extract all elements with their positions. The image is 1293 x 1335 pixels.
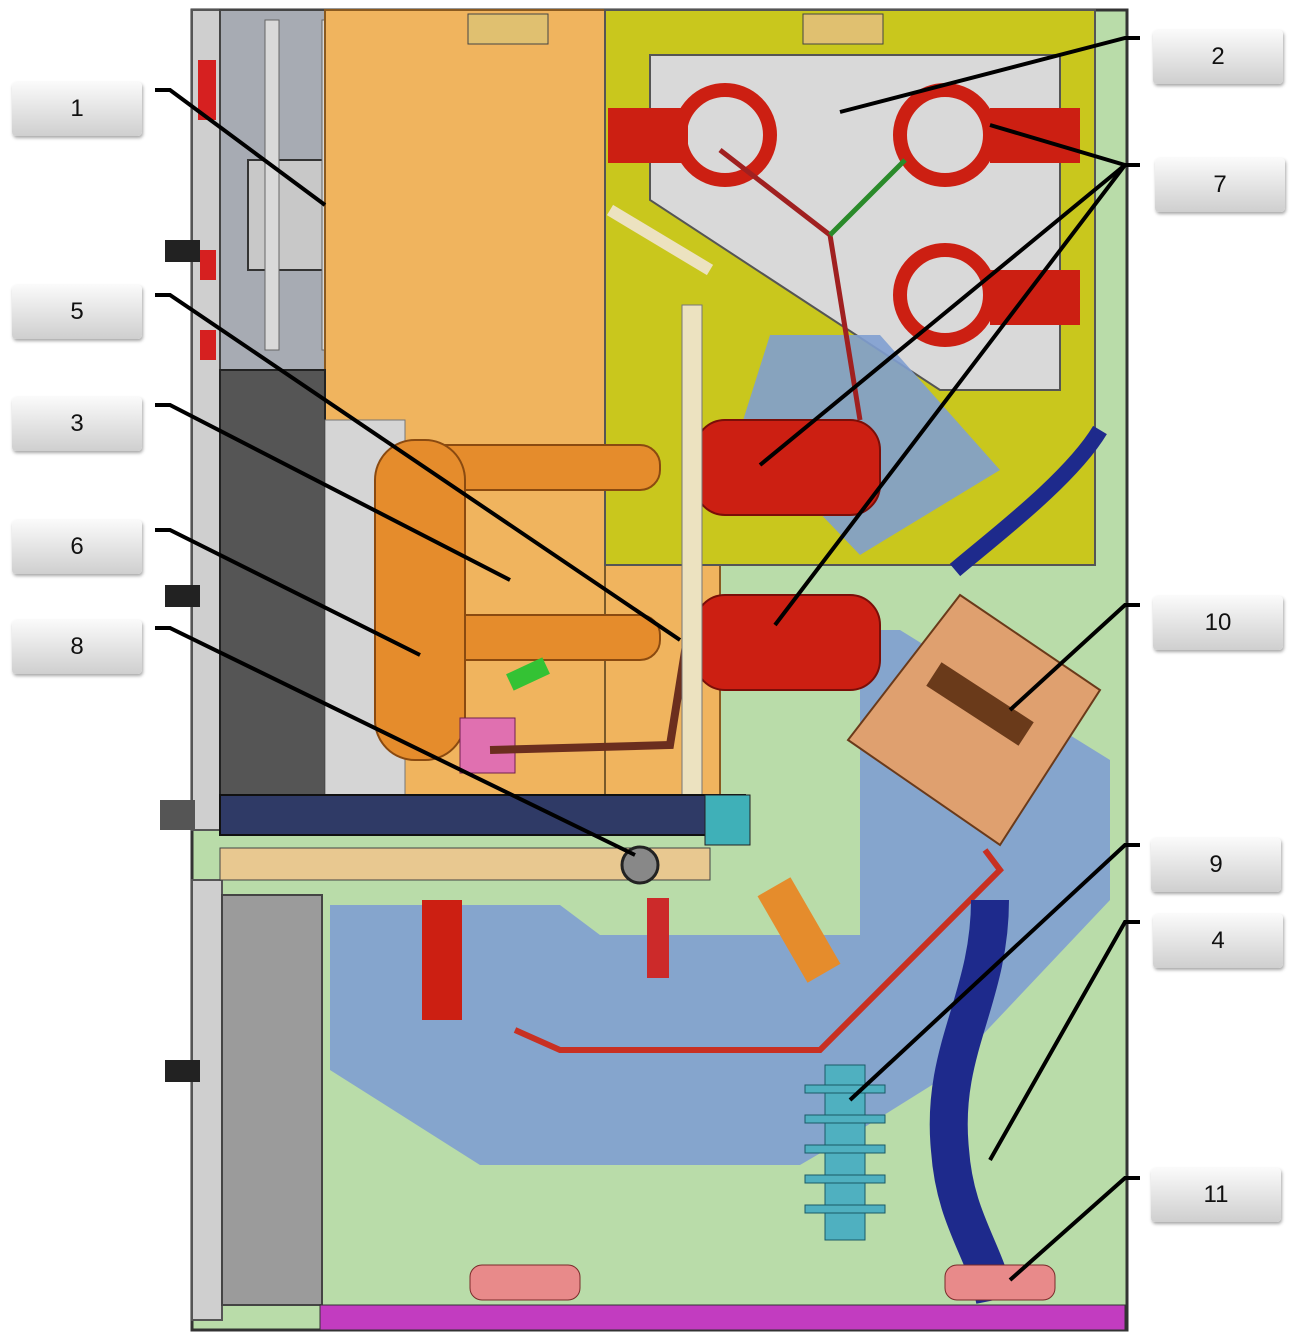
bushing-left (608, 108, 688, 163)
shutter-link (606, 204, 714, 276)
earth-busbar (513, 848, 1004, 1053)
callout-3: 3 (12, 397, 142, 451)
bushing-right-1 (990, 108, 1080, 163)
shutter-plate (681, 304, 703, 796)
callout-1: 1 (12, 82, 142, 136)
breaker-pole-body (374, 439, 466, 761)
callout-2-label: 2 (1211, 43, 1225, 70)
arrester-upper-orange (757, 877, 841, 983)
callout-2: 2 (1153, 30, 1283, 84)
callout-3-label: 3 (70, 410, 84, 437)
door-indicator-red-3 (200, 330, 216, 360)
door-handle-2 (165, 585, 200, 607)
top-bracket-right (802, 13, 884, 45)
door-handle-4 (160, 800, 195, 830)
callout-6: 6 (12, 520, 142, 574)
power-cable (929, 899, 1014, 1305)
callout-10: 10 (1153, 596, 1283, 650)
contact-box-upper (694, 419, 881, 516)
zero-sequence-ct-left (469, 1264, 581, 1301)
door-indicator-red-2 (200, 250, 216, 280)
callout-8: 8 (12, 620, 142, 674)
callout-11: 11 (1151, 1168, 1281, 1222)
door-handle-1 (165, 240, 200, 262)
vt-slot (926, 662, 1034, 746)
callout-4-label: 4 (1211, 927, 1225, 954)
top-bracket-left (467, 13, 549, 45)
breaker-mechanism-pink (459, 717, 516, 774)
callout-7: 7 (1155, 158, 1285, 212)
upper-cable (949, 425, 1107, 577)
bottom-frame (319, 1304, 1126, 1331)
callout-5: 5 (12, 285, 142, 339)
busbar-mounting-plate (649, 54, 1061, 391)
surge-arrester-sheds (804, 1084, 886, 1214)
callout-10-label: 10 (1204, 609, 1232, 636)
callout-9-label: 9 (1209, 851, 1223, 878)
voltage-transformer-box (846, 593, 1102, 847)
voltage-transformer-insulator (422, 900, 462, 1020)
callout-8-label: 8 (70, 633, 84, 660)
zero-sequence-ct-right (944, 1264, 1056, 1301)
earthing-switch-shaft (620, 845, 660, 885)
busbar-link-green (828, 158, 907, 237)
callout-7-label: 7 (1213, 171, 1227, 198)
earthing-switch-contact (647, 898, 669, 978)
callout-9: 9 (1151, 838, 1281, 892)
front-door-lower (191, 879, 223, 1321)
callout-1-label: 1 (70, 95, 84, 122)
door-handle-3 (165, 1060, 200, 1082)
terminal-strip-1 (264, 19, 280, 351)
green-tag (506, 657, 550, 691)
bushing-right-2 (990, 270, 1080, 325)
callout-4: 4 (1153, 914, 1283, 968)
leader-lines (155, 36, 1140, 1282)
rail-end-block (704, 794, 751, 846)
withdrawable-truck-frame (219, 369, 326, 811)
lower-left-panel (221, 894, 323, 1306)
callout-11-label: 11 (1203, 1181, 1229, 1208)
door-indicator-red-1 (198, 60, 216, 120)
callout-6-label: 6 (70, 533, 84, 560)
truck-rail (219, 794, 746, 836)
callout-5-label: 5 (70, 298, 84, 325)
